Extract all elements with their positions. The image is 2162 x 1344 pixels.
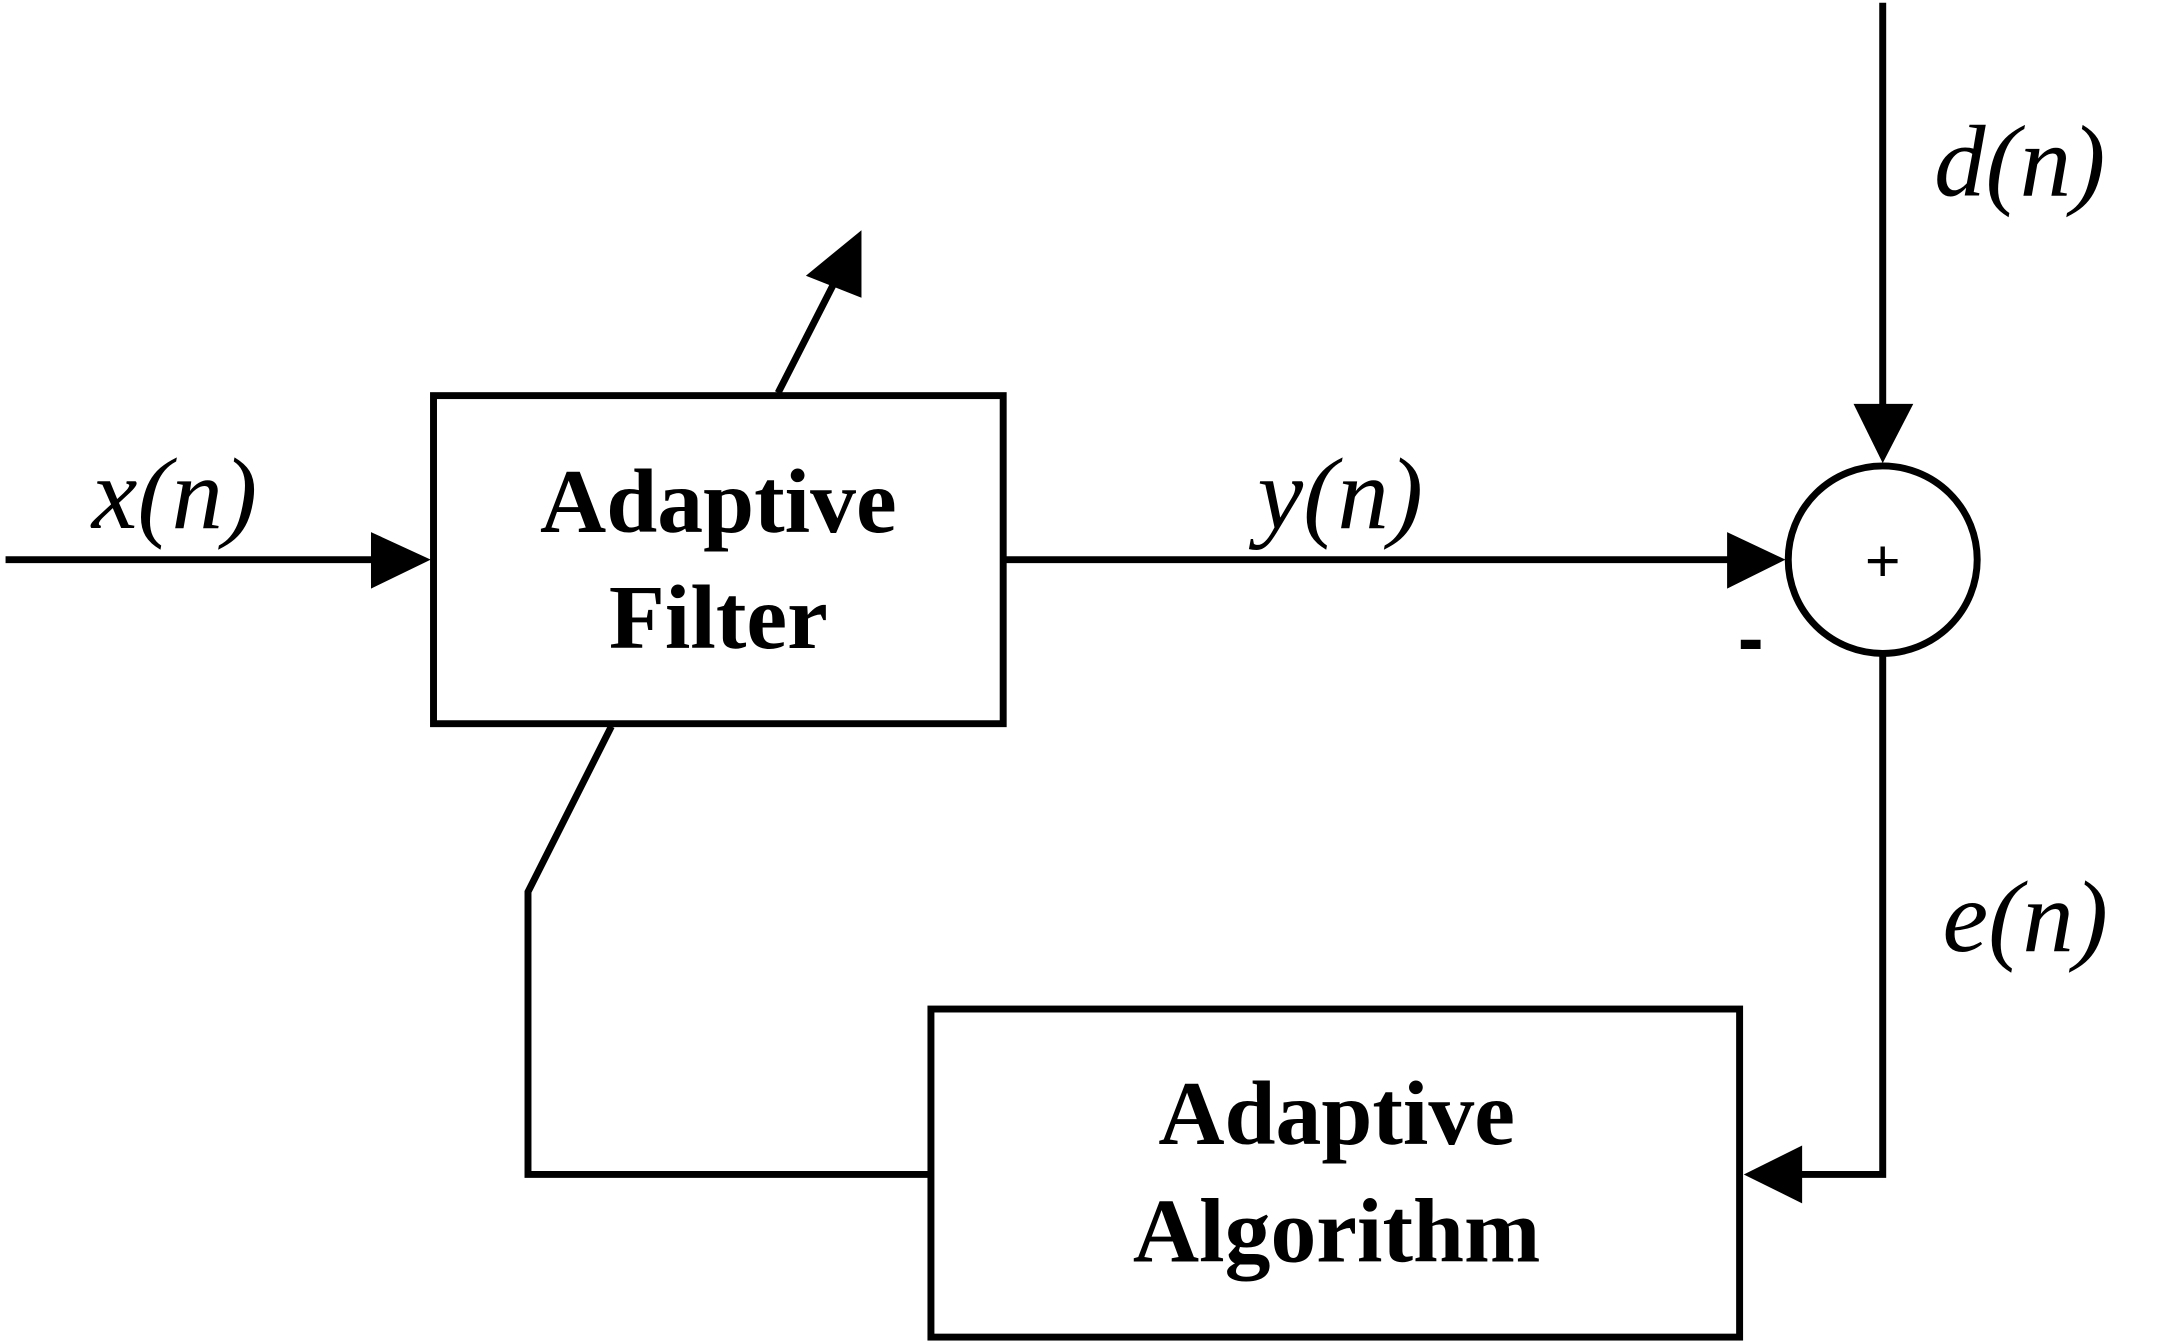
- adaptive-algorithm-block: [927, 1005, 1744, 1341]
- adaptive-filter-block: [430, 392, 1007, 728]
- desired-arrowhead: [1853, 403, 1914, 464]
- minus-sign: -: [1738, 596, 1764, 682]
- error-line: [1792, 656, 1887, 1178]
- adaptive-algorithm-label-line2: Algorithm: [1133, 1181, 1540, 1282]
- input-arrowhead: [370, 532, 431, 589]
- adjustment-arrowhead: [805, 230, 862, 298]
- adjustment-line: [774, 274, 841, 395]
- error-arrowhead: [1743, 1145, 1803, 1204]
- label-desired-signal: d(n): [1934, 106, 2105, 219]
- summing-junction: [1784, 462, 1981, 657]
- plus-sign: +: [1865, 527, 1901, 595]
- feedback-line: [524, 724, 929, 1178]
- adaptive-filter-label-line2: Filter: [609, 567, 828, 668]
- label-input-signal: x(n): [90, 438, 258, 551]
- adaptive-filter-label-line1: Adaptive: [540, 451, 897, 552]
- adaptive-algorithm-label-line1: Adaptive: [1158, 1063, 1515, 1164]
- label-output-signal: y(n): [1248, 438, 1423, 551]
- output-arrowhead: [1727, 532, 1786, 589]
- label-error-signal: e(n): [1942, 861, 2108, 974]
